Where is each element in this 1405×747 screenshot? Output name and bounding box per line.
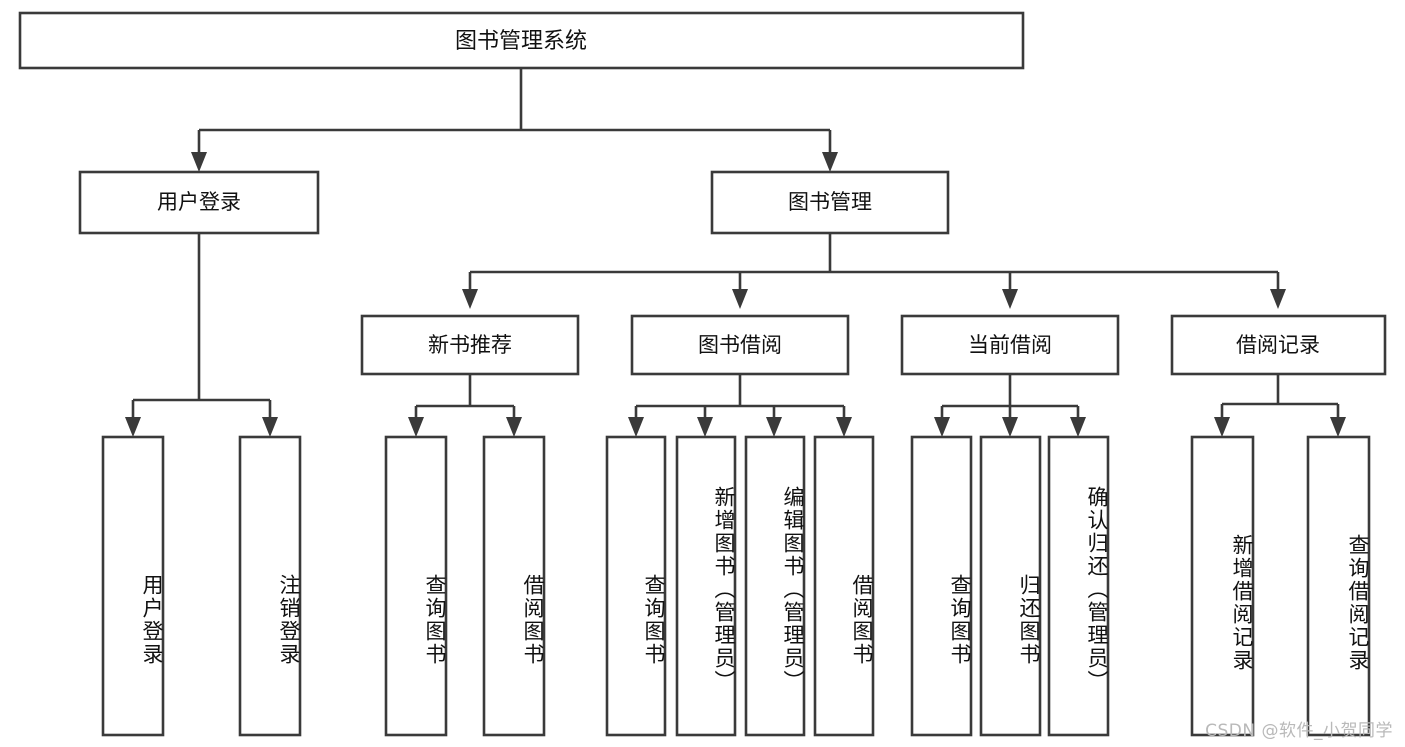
connector-user-login-branch [131,233,272,420]
leaf-query-book-2-box[interactable] [605,435,667,737]
csdn-watermark: CSDN @软件_小贺同学 [1205,721,1393,741]
leaf-edit-book-box[interactable] [744,435,806,737]
node-user-login-label: 用户登录 [157,190,241,214]
leaf-return-book-box[interactable] [979,435,1042,737]
leaf-query-book-1-box[interactable] [384,435,448,737]
node-book-borrow-label: 图书借阅 [698,333,782,357]
leaf-add-record-box[interactable] [1190,435,1255,737]
leaf-user-logout-box[interactable] [238,435,302,737]
node-current-borrow-label: 当前借阅 [968,333,1052,357]
arrowhead-leaf-user-login [125,417,141,437]
connector-book-manage-branch [468,233,1280,292]
leaf-add-book-box[interactable] [675,435,737,737]
leaf-user-login-box[interactable] [101,435,165,737]
leaf-borrow-book-1-box[interactable] [482,435,546,737]
node-current-borrow-box[interactable] [900,314,1120,376]
leaf-confirm-return-box[interactable] [1047,435,1110,737]
node-user-login-box[interactable] [78,170,320,235]
arrowhead-leaf-query-record [1330,417,1346,437]
connector-borrow-record-branch [1220,374,1340,420]
arrowhead-current-borrow [1002,289,1018,309]
arrowhead-leaf-edit-book [766,417,782,437]
node-book-manage[interactable]: 图书管理 [710,170,950,235]
leaf-box-layer [101,435,1371,737]
arrowhead-borrow-record [1270,289,1286,309]
arrowhead-leaf-query-book-2 [628,417,644,437]
arrowhead-book-borrow [732,289,748,309]
node-current-borrow[interactable]: 当前借阅 [900,314,1120,376]
node-borrow-record-box[interactable] [1170,314,1387,376]
leaf-borrow-book-2-box[interactable] [813,435,875,737]
node-new-book-recommend-label: 新书推荐 [428,333,512,357]
connector-layer [125,68,1346,437]
arrowhead-leaf-query-book-3 [934,417,950,437]
arrowhead-leaf-user-logout [262,417,278,437]
arrowhead-new-book-recommend [462,289,478,309]
node-root-box[interactable] [18,11,1025,70]
node-borrow-record-label: 借阅记录 [1236,333,1320,357]
node-book-borrow-box[interactable] [630,314,850,376]
node-borrow-record[interactable]: 借阅记录 [1170,314,1387,376]
node-book-borrow[interactable]: 图书借阅 [630,314,850,376]
node-new-book-recommend[interactable]: 新书推荐 [360,314,580,376]
arrowhead-leaf-query-book-1 [408,417,424,437]
leaf-query-record-box[interactable] [1306,435,1371,737]
node-book-manage-box[interactable] [710,170,950,235]
connector-book-borrow-branch [634,374,846,420]
node-new-book-recommend-box[interactable] [360,314,580,376]
arrowhead-leaf-add-book [697,417,713,437]
arrowhead-book-manage [822,152,838,172]
connector-current-borrow-branch [940,374,1080,420]
arrowhead-leaf-return-book [1002,417,1018,437]
node-root-label: 图书管理系统 [455,29,587,54]
arrowhead-leaf-add-record [1214,417,1230,437]
node-user-login[interactable]: 用户登录 [78,170,320,235]
node-book-manage-label: 图书管理 [788,190,872,214]
arrowhead-user-login [191,152,207,172]
arrowhead-leaf-borrow-book-1 [506,417,522,437]
arrowhead-leaf-confirm-return [1070,417,1086,437]
node-root[interactable]: 图书管理系统 [18,11,1025,70]
connector-new-book-recommend-branch [414,374,516,420]
connector-root-trunk [197,68,832,155]
leaf-query-book-3-box[interactable] [910,435,973,737]
arrowhead-leaf-borrow-book-2 [836,417,852,437]
